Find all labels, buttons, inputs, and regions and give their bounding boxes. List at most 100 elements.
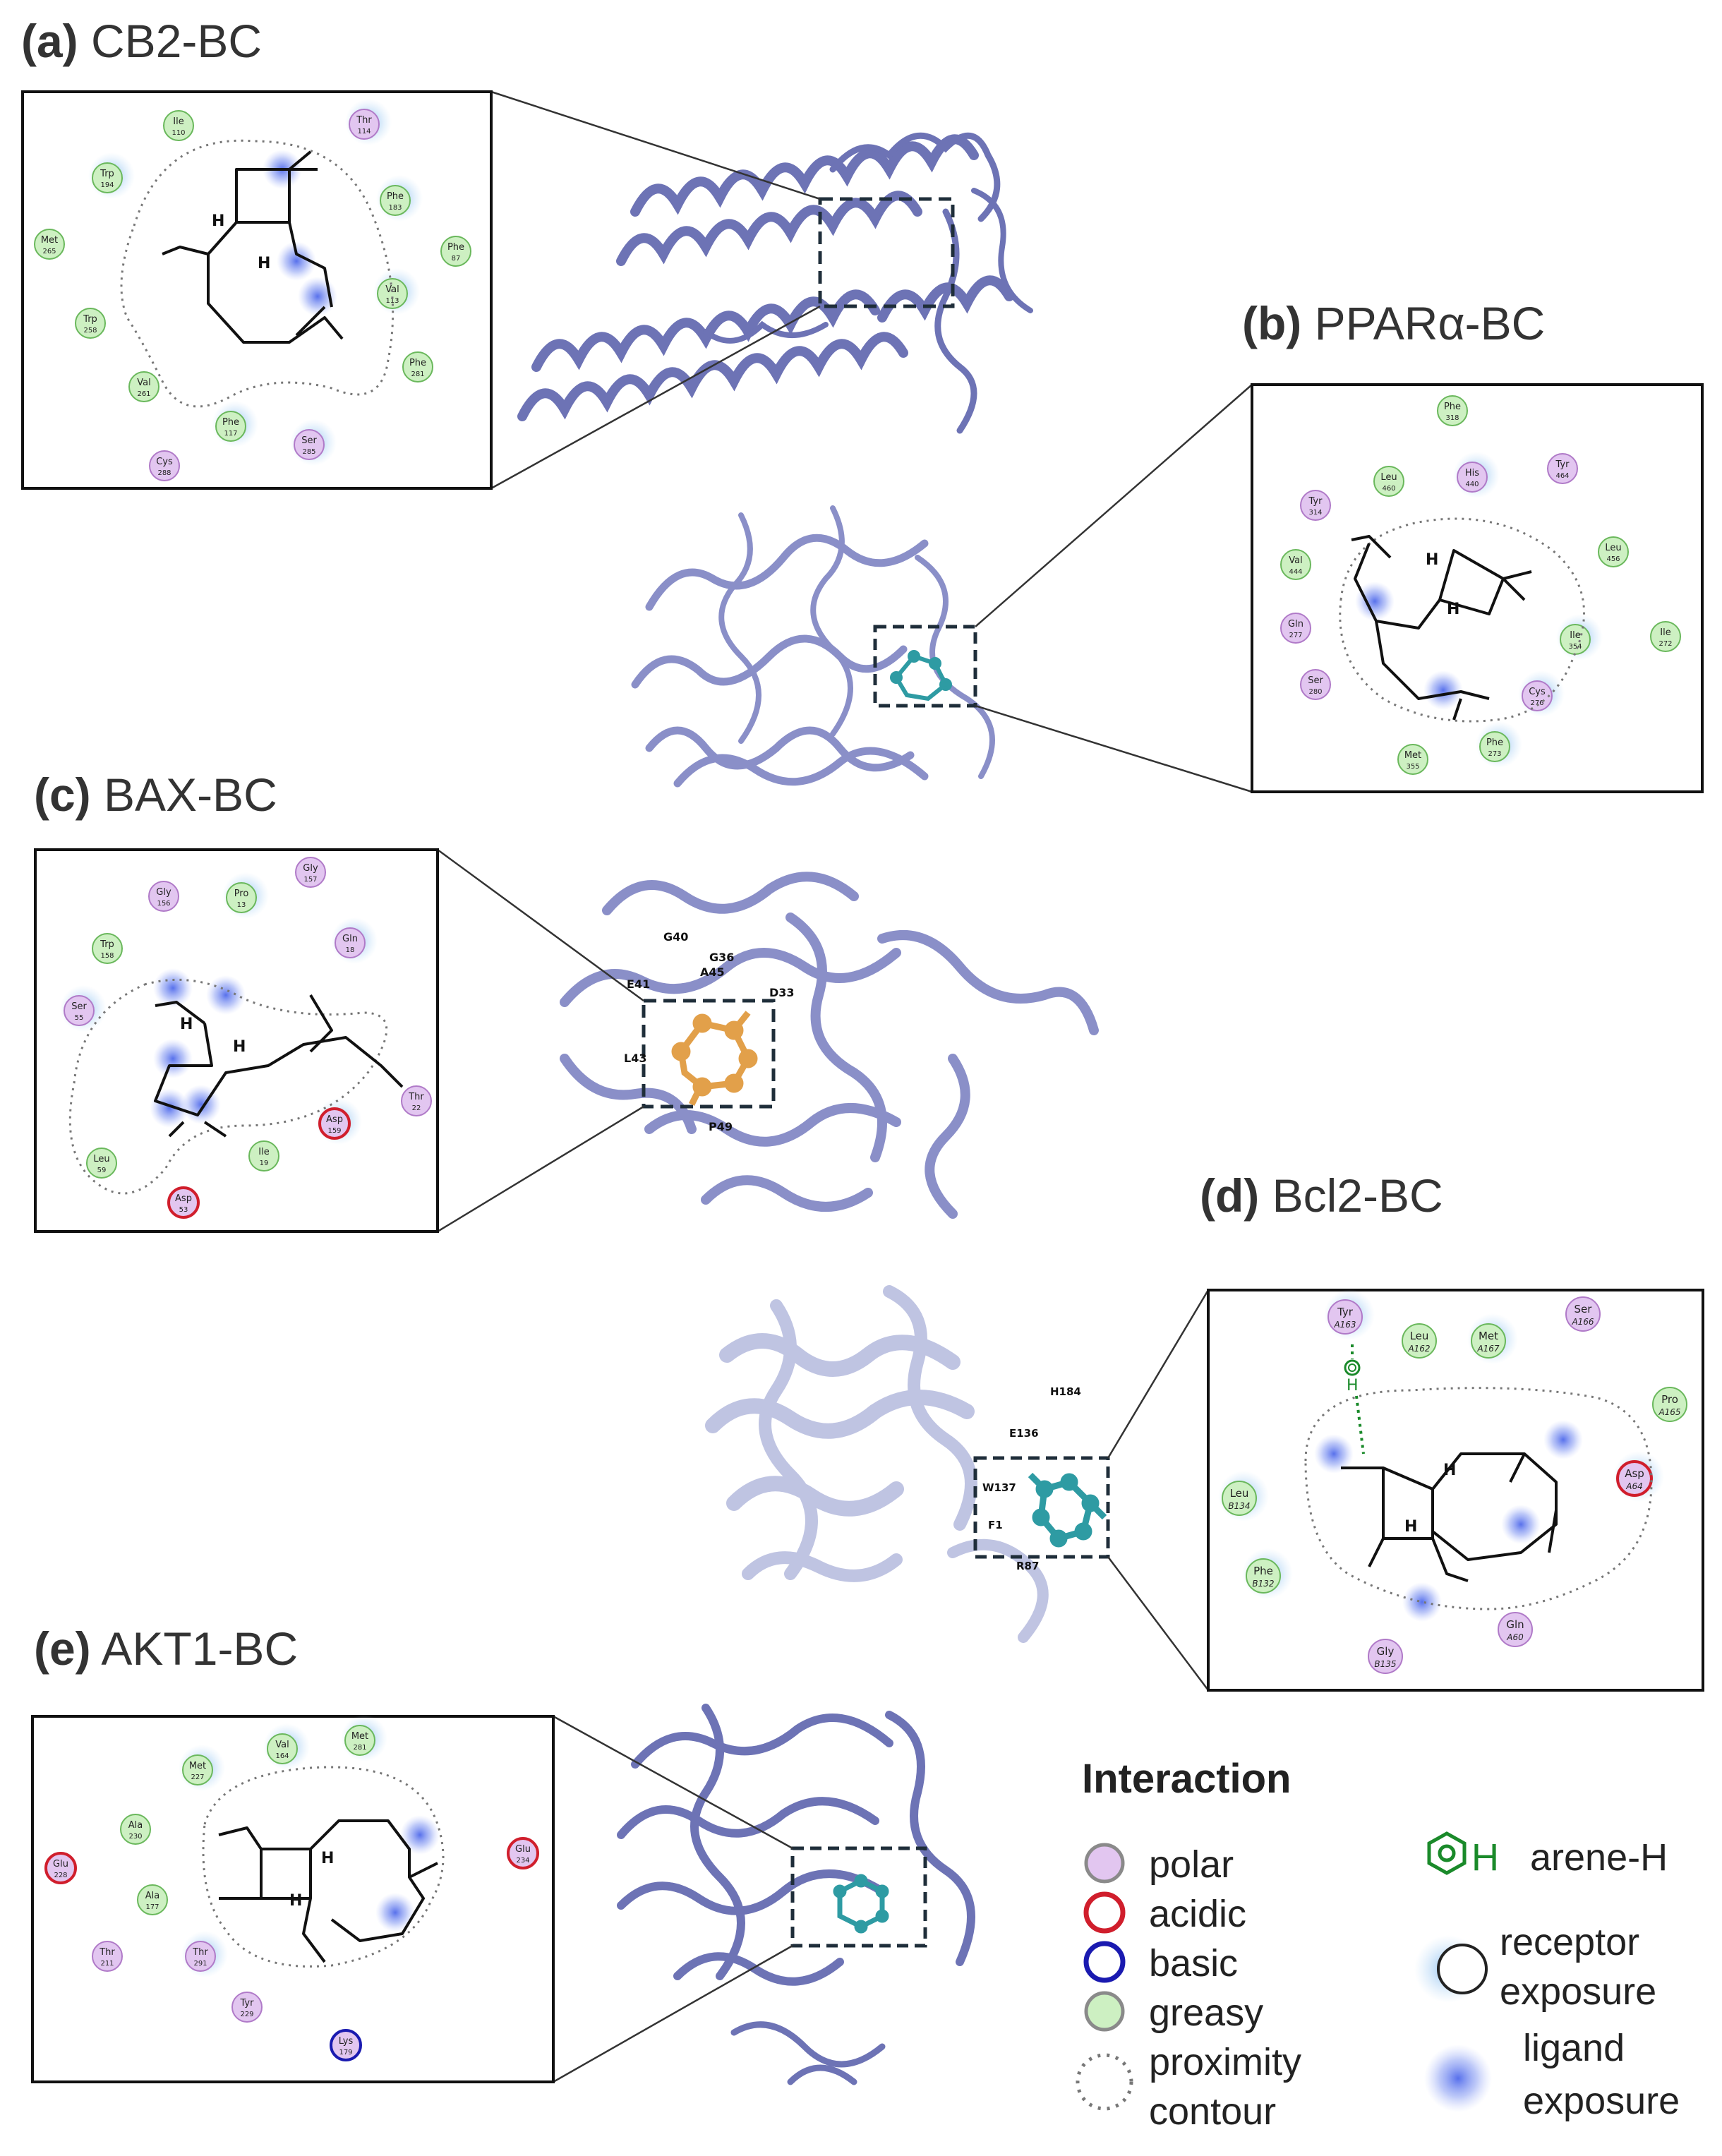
residue-name: Lys (339, 2036, 354, 2047)
residue-number: 164 (275, 1752, 289, 1760)
panel-name-d: Bcl2-BC (1272, 1169, 1443, 1222)
legend-title: Interaction (1082, 1756, 1292, 1802)
residue-number: 280 (1308, 688, 1322, 696)
residue-number: 114 (357, 128, 371, 135)
ppara-protein-structure (631, 505, 995, 788)
bcl2-ligand-ball-and-stick (1028, 1472, 1107, 1548)
residue-name: Gln (1288, 619, 1303, 630)
residue-name: Cys (156, 457, 173, 467)
legend-ligand-label-2: exposure (1523, 2080, 1680, 2122)
residue-name: Trp (100, 169, 114, 179)
legend-arene-label: arene-H (1530, 1836, 1668, 1879)
residue-number: 440 (1465, 481, 1479, 488)
panel-name-b: PPARα-BC (1314, 297, 1546, 349)
bax-residue-labels: G40 G36 E41 A45 D33 L43 P49 (624, 930, 795, 1133)
residue-number: 18 (346, 946, 355, 954)
residue-name: Ile (1660, 627, 1670, 638)
proximity-contour (1304, 1387, 1653, 1610)
legend-greasy-swatch (1084, 1991, 1125, 2032)
residue-number: 117 (224, 430, 237, 438)
residue-number: 228 (54, 1872, 67, 1879)
residue-name: Leu (1605, 543, 1621, 553)
panel-name-a: CB2-BC (91, 15, 263, 67)
residue-name: Trp (83, 314, 97, 325)
residue-name: Val (1289, 555, 1302, 566)
legend-arene-swatch (1427, 1831, 1467, 1875)
interaction-diagram-e: Val164Met281Met227Ala230Glu228Glu234Ala1… (31, 1715, 555, 2083)
residue-thr-114: Thr 114 (345, 99, 392, 145)
residue-trp-258: Trp 258 (75, 308, 106, 339)
residue-number: 179 (339, 2049, 352, 2056)
legend-receptor-label-1: receptor (1500, 1921, 1639, 1963)
residue-number: 177 (145, 1903, 159, 1911)
residue-lys-179: Lys 179 (330, 2029, 362, 2061)
residue-number: 159 (327, 1127, 341, 1135)
residue-name: Phe (409, 358, 426, 368)
bcl2-label-e136: E136 (1009, 1427, 1039, 1440)
ligand-h-label: H (321, 1850, 334, 1867)
ligand-h-label: H (1426, 551, 1438, 569)
residue-glu-228: Glu 228 (44, 1852, 77, 1884)
interaction-diagram-b: Phe318Leu460His440Tyr464Tyr314Leu456Val4… (1251, 383, 1704, 793)
residue-number: 211 (100, 1960, 114, 1968)
residue-number: 318 (1445, 414, 1459, 422)
bax-protein-structure (560, 872, 1099, 1219)
bcl2-label-r87: R87 (1016, 1560, 1039, 1572)
residue-name: Met (1479, 1330, 1498, 1342)
legend-greasy-label: greasy (1149, 1992, 1263, 2034)
residue-name: Tyr (240, 1998, 255, 2009)
residue-number: 273 (1488, 750, 1501, 758)
legend-acidic-swatch (1083, 1891, 1126, 1934)
panel-title-e: (e) AKT1-BC (34, 1622, 298, 1675)
residue-number: A163 (1333, 1320, 1356, 1330)
legend-proximity-label-1: proximity (1149, 2041, 1301, 2083)
residue-name: Met (41, 235, 58, 246)
residue-name: Leu (1410, 1330, 1429, 1342)
ligand-diagram-e: HH (202, 1766, 445, 1968)
bcl2-label-f1: F1 (988, 1519, 1003, 1531)
residue-name: Thr (192, 1947, 208, 1958)
residue-number: 113 (385, 297, 399, 305)
ligand-diagram-d: HH (1304, 1387, 1653, 1622)
residue-name: Trp (100, 939, 114, 950)
residue-name: Cys (1529, 687, 1546, 697)
residue-number: 261 (137, 390, 150, 398)
residue-number: 355 (1406, 763, 1419, 771)
residue-name: Tyr (1555, 459, 1570, 470)
bcl2-residue-labels: H184 E136 W137 F1 R87 (982, 1385, 1081, 1572)
residue-name: Gln (1506, 1618, 1524, 1631)
ligand-skeleton (1351, 535, 1532, 721)
residue-name: Thr (356, 115, 372, 126)
residue-name: Ala (128, 1820, 143, 1831)
panel-title-c: (c) BAX-BC (34, 768, 277, 821)
residue-number: 156 (157, 900, 170, 908)
ligand-h-label: H (1404, 1518, 1417, 1536)
akt1-ligand-ball-and-stick (833, 1874, 889, 1934)
residue-name: Pro (234, 889, 249, 899)
residue-name: Asp (175, 1193, 192, 1204)
legend-basic-label: basic (1149, 1942, 1238, 1985)
residue-name: Leu (1230, 1487, 1249, 1500)
residue-name: Glu (53, 1859, 68, 1869)
residue-number: B132 (1252, 1579, 1274, 1589)
bax-label-p49: P49 (709, 1120, 733, 1133)
legend-receptor-label-2: exposure (1500, 1970, 1656, 2013)
panel-letter-c: (c) (34, 769, 91, 821)
residue-name: Phe (1486, 737, 1503, 748)
residue-number: 258 (83, 327, 97, 335)
residue-number: 285 (302, 448, 315, 456)
